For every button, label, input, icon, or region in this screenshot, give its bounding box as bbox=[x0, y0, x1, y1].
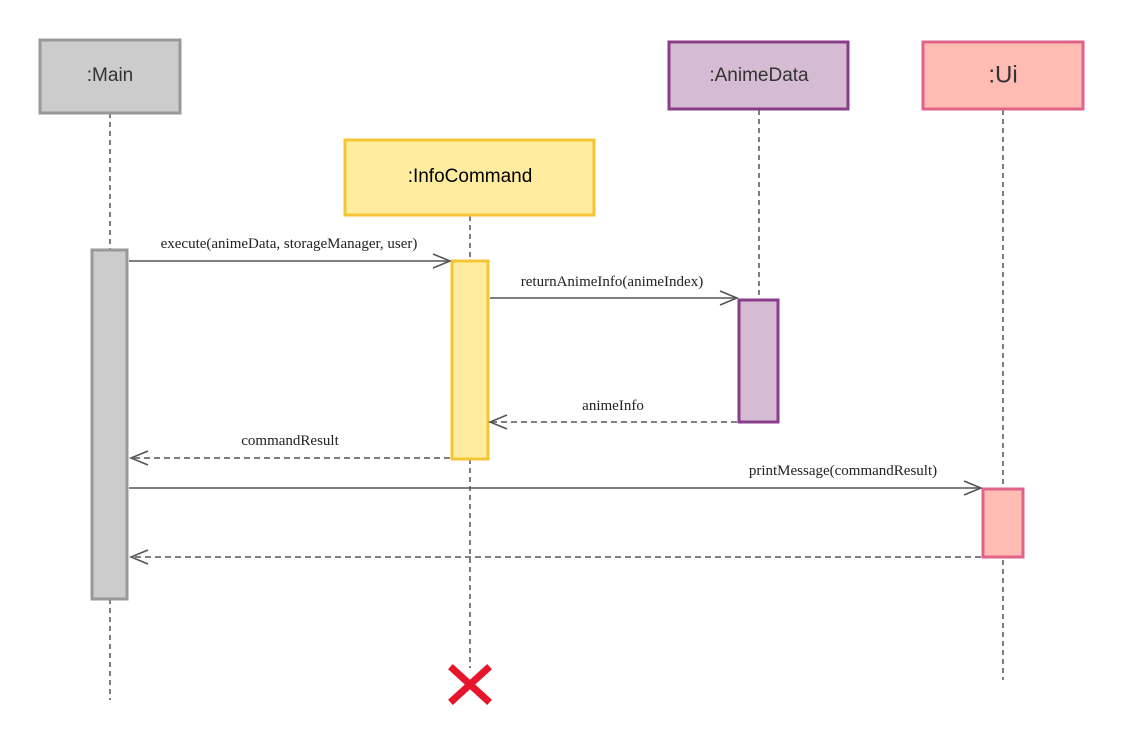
message-commandResult-label: commandResult bbox=[241, 433, 339, 449]
participant-ui-box bbox=[921, 40, 1085, 111]
participant-ui: :Ui bbox=[921, 40, 1085, 111]
participant-animedata-box bbox=[667, 40, 850, 111]
message-execute-label: execute(animeData, storageManager, user) bbox=[161, 236, 418, 252]
activation-animedata bbox=[737, 298, 780, 424]
participant-ui-label: :Ui bbox=[988, 61, 1017, 88]
message-animeInfo-label: animeInfo bbox=[582, 398, 644, 414]
participant-animedata: :AnimeData bbox=[667, 40, 850, 111]
participant-infocommand: :InfoCommand bbox=[343, 138, 596, 217]
participant-infocommand-label: :InfoCommand bbox=[408, 166, 533, 187]
participant-infocommand-box bbox=[343, 138, 596, 217]
destroy-x-icon bbox=[448, 664, 492, 705]
message-returnAnimeInfo-label: returnAnimeInfo(animeIndex) bbox=[521, 274, 703, 290]
participant-main-box bbox=[38, 38, 182, 115]
activation-ui bbox=[981, 487, 1025, 559]
participant-animedata-label: :AnimeData bbox=[709, 65, 809, 86]
activation-infocommand bbox=[450, 259, 490, 461]
message-printMessage-label: printMessage(commandResult) bbox=[749, 463, 937, 479]
participant-main-label: :Main bbox=[87, 65, 133, 86]
participant-main: :Main bbox=[38, 38, 182, 115]
activation-main bbox=[90, 248, 129, 601]
